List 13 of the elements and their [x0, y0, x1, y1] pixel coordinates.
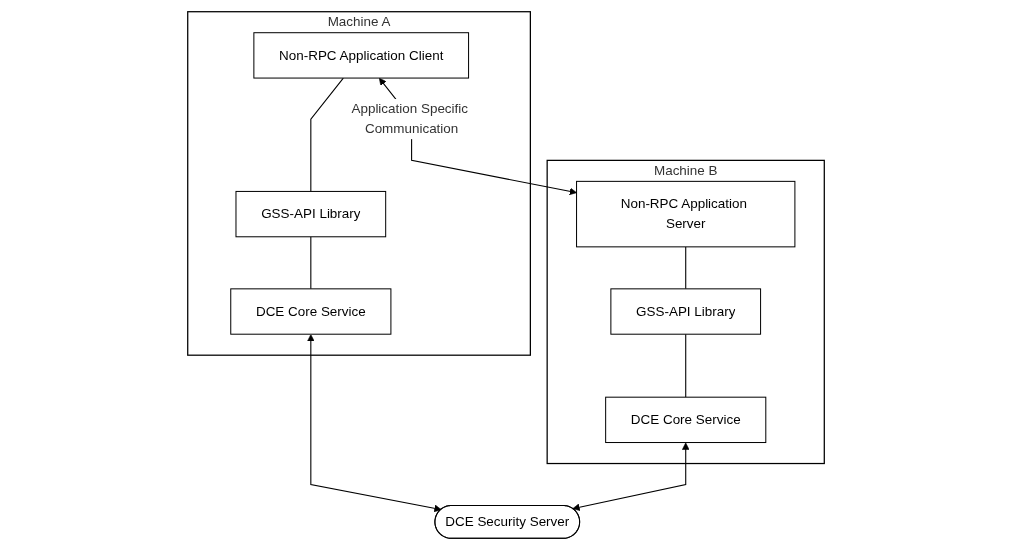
- connector: [685, 333, 687, 398]
- node-box: GSS-API Library: [235, 190, 387, 238]
- arrow: [572, 442, 690, 511]
- node-box: DCE Core Service: [605, 396, 767, 444]
- node-box: GSS-API Library: [610, 288, 762, 335]
- connector: [310, 77, 345, 192]
- node-box: Non-RPC Application Server: [576, 180, 796, 248]
- node-box: DCE Core Service: [230, 288, 392, 335]
- connector: [310, 236, 312, 290]
- arrow: [307, 334, 443, 513]
- connector: [685, 246, 687, 290]
- node-box: Non-RPC Application Client: [253, 32, 470, 79]
- edge-label: Application Specific Communication: [351, 101, 469, 137]
